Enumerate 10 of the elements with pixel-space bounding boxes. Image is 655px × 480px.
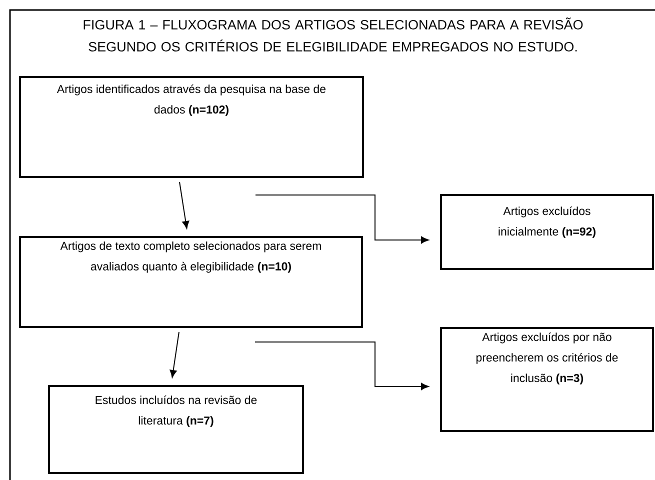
process-box: Estudos incluídos na revisão de literatura (n=7): [48, 385, 304, 474]
process-box: Artigos excluídos por não preencherem os critérios de inclusão (n=3): [440, 327, 654, 432]
process-box: Artigos identificados através da pesquisa na base de dados (n=102): [19, 76, 364, 178]
title: FIGURA 1 – FLUXOGRAMA DOS ARTIGOS SELECIONADAS PARA A REVISÃO SEGUNDO OS CRITÉRIOS DE ELEGIBILIDADE EMPREGADOS NO ESTUDO.: [84, 18, 583, 52]
arrow: [170, 332, 180, 378]
process-box: Artigos excluídos inicialmente (n=92): [440, 194, 654, 270]
arrow: [254, 342, 429, 390]
arrow: [255, 194, 429, 244]
process-box: Artigos de texto completo selecionados para serem avaliados quanto à elegibilidade (n=10): [19, 236, 363, 328]
arrow: [179, 182, 190, 229]
